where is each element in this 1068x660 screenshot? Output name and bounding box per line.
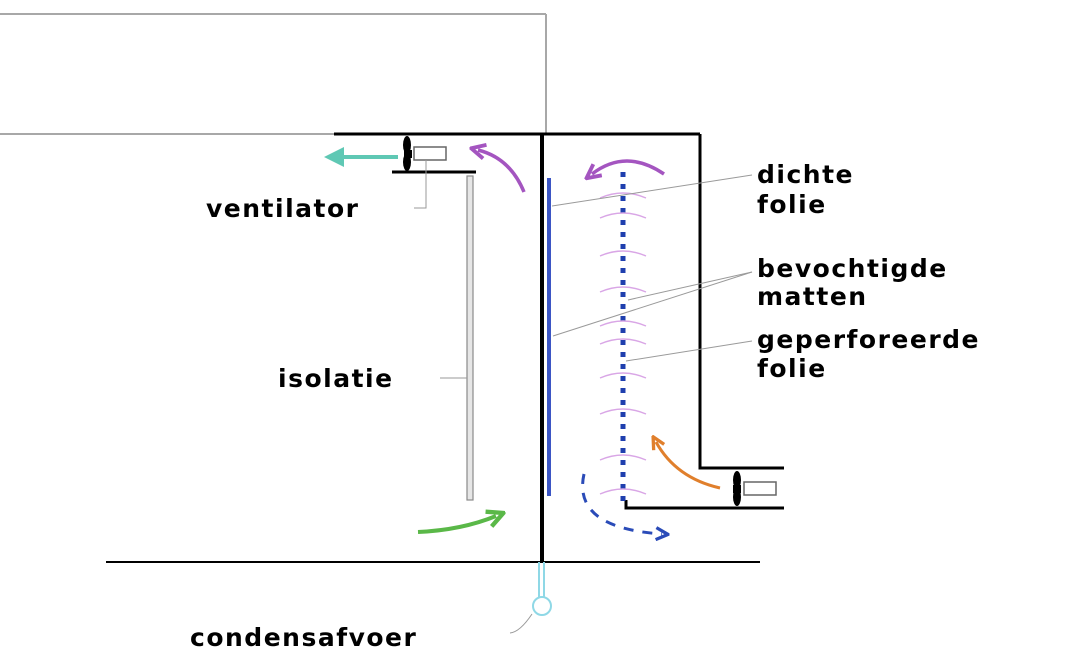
- bevochtigde-matten-label-line1: bevochtigde: [757, 254, 948, 283]
- humidified-mats: [599, 192, 647, 495]
- downflow-arrow: [581, 473, 662, 534]
- geperforeerde-folie-label-line1: geperforeerde: [757, 325, 980, 354]
- isolatie-label: isolatie: [278, 364, 394, 393]
- condensafvoer-label: condensafvoer: [190, 623, 417, 652]
- circulation-arrow-left: [478, 150, 526, 193]
- circulation-arrow-right: [592, 159, 665, 174]
- ventilator-right: [733, 471, 777, 506]
- inflow-arrow: [656, 442, 721, 490]
- dichte-folie-label-line1: dichte: [757, 160, 854, 189]
- condensate-drain: [532, 562, 552, 616]
- dichte-folie-label-line2: folie: [757, 190, 827, 219]
- room-outline: [0, 13, 547, 135]
- geperforeerde-folie-label-line2: folie: [757, 354, 827, 383]
- return-arrow: [417, 516, 496, 534]
- ventilator-label: ventilator: [206, 194, 359, 223]
- ventilator-left: [392, 136, 476, 174]
- leader-lines: [414, 160, 753, 634]
- insulation-panel: [466, 175, 474, 501]
- humidifier-housing: [624, 134, 784, 510]
- bevochtigde-matten-label-line2: matten: [757, 282, 868, 311]
